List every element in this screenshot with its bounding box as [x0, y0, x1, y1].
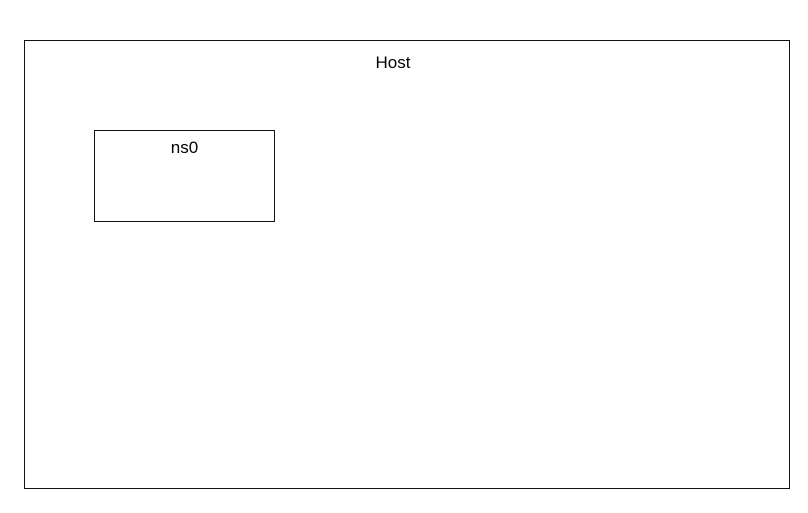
- host-container-box: Host ns0: [24, 40, 790, 489]
- host-label: Host: [375, 53, 411, 72]
- namespace-box-ns0: ns0: [94, 130, 275, 222]
- namespace-label-ns0: ns0: [170, 138, 199, 157]
